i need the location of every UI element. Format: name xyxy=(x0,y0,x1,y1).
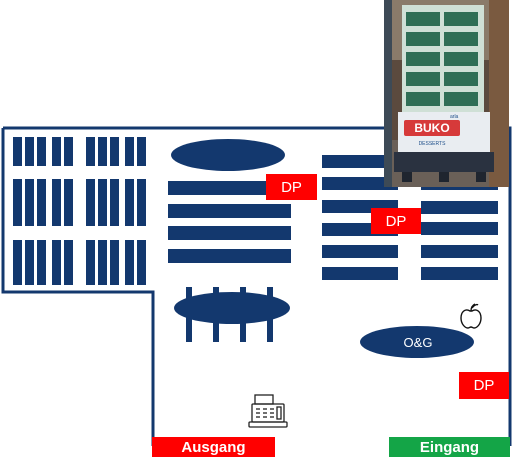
island-top xyxy=(171,139,285,171)
apple-icon xyxy=(460,303,482,329)
product-display-photo: BUKO arla DESSERTS xyxy=(384,0,509,187)
cash-register-icon xyxy=(248,394,288,428)
display-pallet-image: BUKO arla DESSERTS xyxy=(384,0,509,187)
produce-island xyxy=(360,326,474,358)
right-shelving-a xyxy=(322,155,398,280)
entrance-label: Eingang xyxy=(389,437,510,457)
produce-label: O&G xyxy=(403,334,433,350)
photo-product-label: BUKO xyxy=(414,121,449,135)
round-table xyxy=(174,287,290,342)
center-shelving xyxy=(168,181,291,263)
display-promo-label-2: DP xyxy=(371,208,421,234)
photo-sub-label: DESSERTS xyxy=(419,141,447,147)
photo-brand-label: arla xyxy=(450,114,459,120)
exit-label: Ausgang xyxy=(152,437,275,457)
display-promo-label-1: DP xyxy=(266,174,317,200)
display-promo-label-3: DP xyxy=(459,372,509,399)
store-wall xyxy=(1,126,512,446)
left-shelving xyxy=(13,137,146,285)
